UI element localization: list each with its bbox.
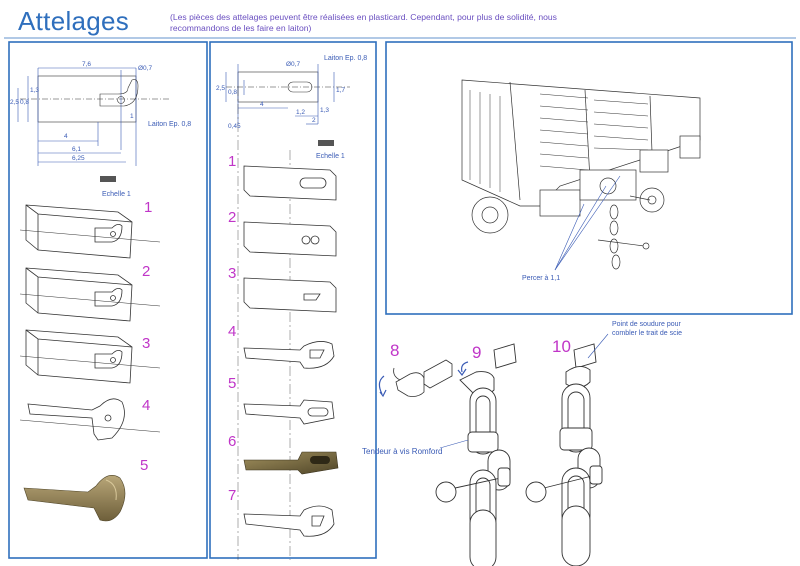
step-mid-4: 4 — [228, 323, 236, 340]
assembly-step-9 — [435, 343, 517, 566]
turnbuckle-leader — [439, 439, 469, 449]
left-plates — [19, 204, 161, 441]
dim-mid-3: 0,8 — [228, 89, 237, 96]
step-left-2: 2 — [142, 263, 150, 280]
left-technical-drawing — [17, 67, 170, 166]
dim-mid-8: 2 — [312, 117, 316, 124]
scale-left: Echelle 1 — [102, 191, 131, 198]
dim-mid-1: Ø0,7 — [286, 61, 300, 68]
dim-left-5: 0,8 — [20, 99, 29, 106]
step-mid-1: 1 — [228, 153, 236, 170]
step-8: 8 — [390, 341, 399, 360]
dim-left-9: 1 — [130, 113, 134, 120]
brass-hook-left — [23, 475, 126, 522]
step-left-5: 5 — [140, 457, 148, 474]
dim-mid-7: 0,45 — [228, 123, 241, 130]
page-title: Attelages — [18, 6, 130, 36]
step-mid-6: 6 — [228, 433, 236, 450]
dim-mid-2: 2,5 — [216, 85, 225, 92]
step-mid-7: 7 — [228, 487, 236, 504]
dim-left-1: 7,6 — [82, 61, 91, 68]
step-left-4: 4 — [142, 397, 150, 414]
assembly-step-10 — [525, 343, 603, 566]
step-left-3: 3 — [142, 335, 150, 352]
weld-note-line1: Point de soudure pour — [612, 321, 682, 328]
material-left: Laiton Ep. 0,8 — [148, 121, 191, 128]
step-mid-3: 3 — [228, 265, 236, 282]
weld-note-line2: combler le trait de scie — [612, 330, 682, 337]
dim-mid-4: 1,7 — [336, 87, 345, 94]
step-mid-5: 5 — [228, 375, 236, 392]
middle-parts — [243, 165, 337, 537]
step-left-1: 1 — [144, 199, 152, 216]
step-10: 10 — [552, 337, 571, 356]
material-middle: Laiton Ep. 0,8 — [324, 55, 367, 62]
wagon-drawing — [461, 79, 701, 270]
scale-sample-left — [100, 176, 116, 182]
scale-middle: Echelle 1 — [316, 153, 345, 160]
dim-mid-5: 4 — [260, 101, 264, 108]
assembly-step-8 — [378, 359, 453, 398]
brass-coupler-middle — [243, 451, 339, 475]
scale-sample-middle — [318, 140, 334, 146]
weld-leader — [587, 333, 609, 359]
drill-callout — [554, 175, 621, 271]
page-subtitle: (Les pièces des attelages peuvent être r… — [170, 12, 557, 33]
dim-mid-9: 1,2 — [296, 109, 305, 116]
turnbuckle-label: Tendeur à vis Romford — [362, 447, 442, 456]
dim-left-6: 4 — [64, 133, 68, 140]
dim-left-4: 1,3 — [30, 87, 39, 94]
drill-note: Percer à 1,1 — [522, 275, 560, 282]
dim-left-8: 6,25 — [72, 155, 85, 162]
step-9: 9 — [472, 343, 481, 362]
dim-left-3: 2,5 — [10, 99, 19, 106]
dim-left-7: 6,1 — [72, 146, 81, 153]
dim-mid-6: 1,3 — [320, 107, 329, 114]
step-mid-2: 2 — [228, 209, 236, 226]
dim-left-2: Ø0,7 — [138, 65, 152, 72]
panel-frames — [4, 37, 796, 559]
